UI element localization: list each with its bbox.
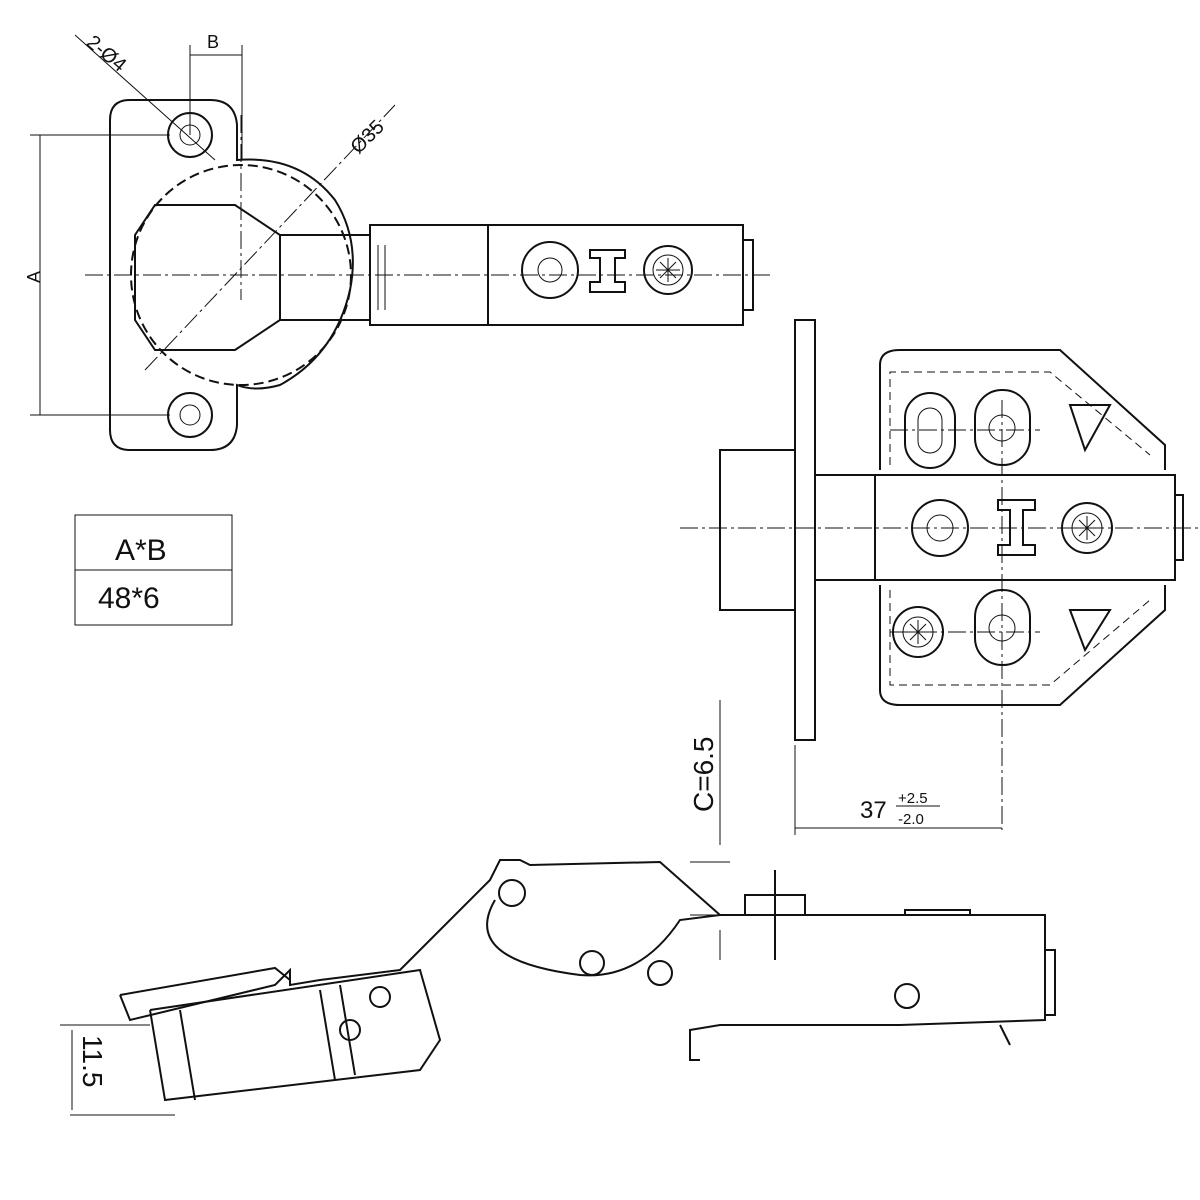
cup-diameter-label: Ø35 [347, 116, 389, 158]
holes-dimension-label: 2-Ø4 [82, 31, 130, 76]
offset-tolerance-lower: -2.0 [898, 811, 924, 828]
top-view-hinge [30, 34, 770, 451]
c-dimension-label: C=6.5 [688, 737, 719, 813]
dimension-table [74, 514, 233, 626]
offset-tolerance-upper: +2.5 [898, 790, 928, 807]
plate-view-hinge [680, 319, 1200, 835]
offset-dimension: 37 [860, 797, 887, 824]
b-dimension-label: B [207, 32, 219, 52]
table-header: A*B [115, 534, 167, 567]
table-value: 48*6 [98, 582, 160, 615]
side-view-hinge [60, 700, 1056, 1116]
depth-dimension-label: 11.5 [77, 1035, 108, 1087]
a-dimension-label: A [24, 271, 44, 283]
